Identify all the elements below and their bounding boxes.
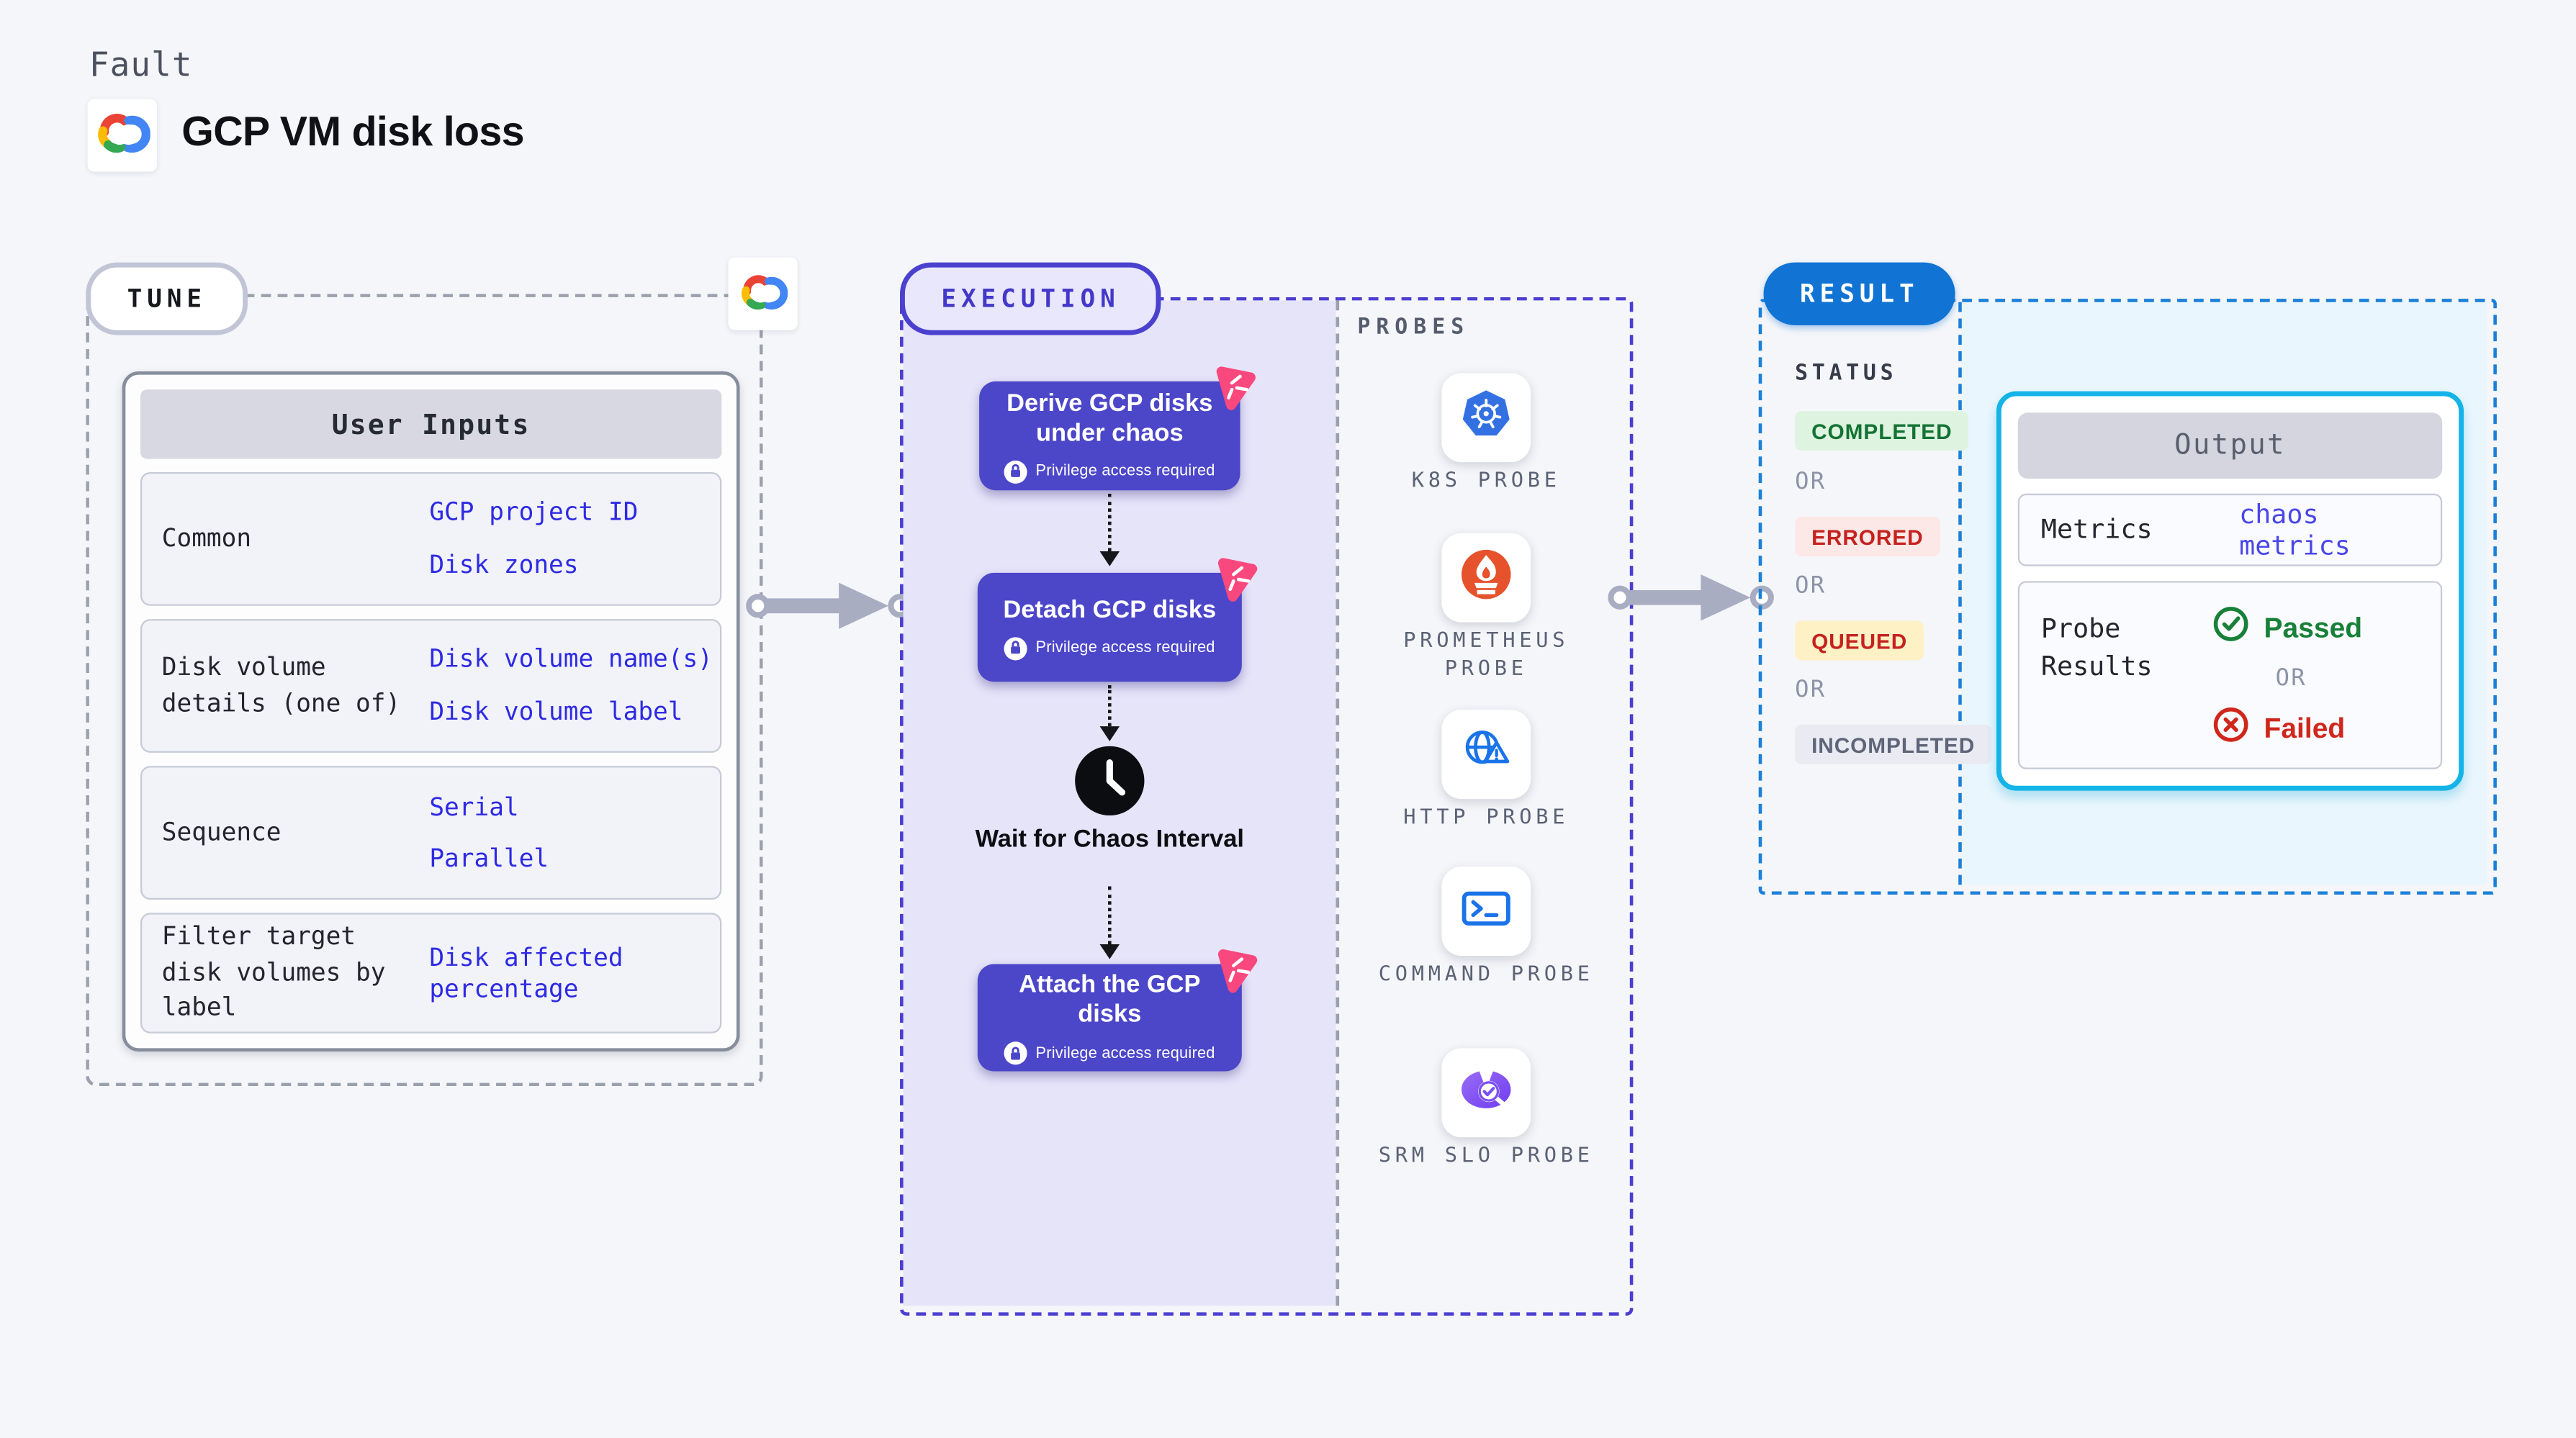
table-row-filter-by-label: Filter target disk volumes by label Disk… bbox=[140, 913, 722, 1034]
status-badge-errored: ERRORED bbox=[1795, 516, 1940, 556]
probe-results-label: Probe Results bbox=[2040, 612, 2153, 682]
row-value: Disk affected percentage bbox=[429, 942, 623, 1003]
step-derive-gcp-disks: Derive GCP disks under chaos Privilege a… bbox=[979, 366, 1256, 491]
google-cloud-logo-icon bbox=[94, 109, 151, 161]
probe-result-failed: Failed bbox=[2212, 707, 2362, 751]
lock-icon bbox=[1004, 1041, 1028, 1065]
probe-label: SRM SLO PROBE bbox=[1378, 1142, 1594, 1167]
row-value: Disk volume name(s) bbox=[429, 644, 713, 674]
status-badge-incompleted: INCOMPLETED bbox=[1795, 724, 1992, 764]
page-title: GCP VM disk loss bbox=[181, 109, 524, 155]
or-separator: OR bbox=[1795, 572, 1827, 600]
lock-icon bbox=[1004, 636, 1028, 660]
probes-heading: PROBES bbox=[1357, 315, 1470, 340]
step-title: Detach GCP disks bbox=[1003, 594, 1217, 623]
connector-arrow bbox=[1098, 684, 1121, 741]
arrow-tune-to-execution bbox=[746, 582, 912, 629]
execution-probes-divider bbox=[1336, 300, 1340, 1306]
row-value: Disk volume label bbox=[429, 697, 683, 727]
chaos-badge-icon bbox=[1210, 361, 1260, 411]
result-panel bbox=[1758, 299, 2497, 895]
or-separator: OR bbox=[2275, 665, 2307, 692]
row-label: Sequence bbox=[161, 817, 282, 847]
row-value: Serial bbox=[429, 792, 519, 822]
x-circle-icon bbox=[2212, 707, 2248, 751]
output-card: Output Metrics chaos metrics Probe Resul… bbox=[1996, 391, 2464, 791]
privilege-note: Privilege access required bbox=[1035, 638, 1215, 657]
result-divider bbox=[1958, 302, 1962, 885]
connector-arrow bbox=[1098, 886, 1121, 959]
probe-card-k8s bbox=[1441, 373, 1531, 463]
row-label: Common bbox=[161, 522, 252, 553]
connector-arrow bbox=[1098, 493, 1121, 566]
step-title: Derive GCP disks under chaos bbox=[1006, 389, 1213, 447]
probe-result-passed: Passed bbox=[2212, 606, 2362, 651]
probe-card-srm-slo bbox=[1441, 1048, 1531, 1138]
privilege-note: Privilege access required bbox=[1035, 462, 1215, 481]
probe-card-command bbox=[1441, 867, 1531, 956]
probe-card-prometheus bbox=[1441, 533, 1531, 623]
google-cloud-logo-icon bbox=[738, 270, 788, 318]
prometheus-icon bbox=[1450, 538, 1523, 618]
table-row-disk-volume-details: Disk volume details (one of) Disk volume… bbox=[140, 618, 722, 754]
probe-label: HTTP PROBE bbox=[1403, 803, 1570, 829]
failed-label: Failed bbox=[2264, 712, 2346, 744]
status-badge-completed: COMPLETED bbox=[1795, 411, 1969, 451]
passed-label: Passed bbox=[2264, 611, 2363, 643]
step-attach-gcp-disks: Attach the GCP disks Privilege access re… bbox=[977, 949, 1258, 1072]
table-row-sequence: Sequence Serial Parallel bbox=[140, 767, 722, 900]
execution-pill: EXECUTION bbox=[900, 262, 1162, 335]
status-heading: STATUS bbox=[1795, 361, 1898, 386]
terminal-icon bbox=[1450, 872, 1523, 951]
probe-label: COMMAND PROBE bbox=[1378, 960, 1594, 986]
metrics-value: chaos metrics bbox=[2239, 498, 2351, 561]
tune-pill: TUNE bbox=[86, 262, 248, 335]
row-value: GCP project ID bbox=[429, 497, 639, 527]
table-row-common: Common GCP project ID Disk zones bbox=[140, 471, 722, 606]
check-circle-icon bbox=[2212, 606, 2248, 651]
row-label: Disk volume details (one of) bbox=[161, 651, 401, 718]
fault-eyebrow-label: Fault bbox=[89, 44, 193, 84]
privilege-note: Privilege access required bbox=[1035, 1044, 1215, 1062]
clock-icon bbox=[1073, 744, 1146, 817]
or-separator: OR bbox=[1795, 677, 1827, 704]
probe-card-http bbox=[1441, 710, 1531, 800]
row-label: Filter target disk volumes by label bbox=[161, 921, 386, 1023]
execution-panel bbox=[900, 297, 1634, 1316]
slo-gauge-icon bbox=[1450, 1053, 1523, 1132]
probe-label: K8S PROBE bbox=[1411, 467, 1561, 492]
result-pill: RESULT bbox=[1763, 262, 1956, 325]
wait-step-label: Wait for Chaos Interval bbox=[975, 825, 1245, 854]
chaos-badge-icon bbox=[1212, 944, 1262, 994]
gcp-logo-card-small bbox=[728, 257, 798, 330]
user-inputs-title: User Inputs bbox=[140, 389, 722, 459]
output-title: Output bbox=[2017, 412, 2443, 479]
output-row-metrics: Metrics chaos metrics bbox=[2017, 493, 2443, 566]
step-title: Attach the GCP disks bbox=[1019, 970, 1201, 1028]
tune-panel bbox=[86, 294, 763, 1087]
arrow-execution-to-result bbox=[1608, 574, 1774, 621]
metrics-label: Metrics bbox=[2040, 514, 2153, 546]
status-badge-queued: QUEUED bbox=[1795, 620, 1924, 661]
probe-label: PROMETHEUS PROBE bbox=[1403, 627, 1570, 679]
http-globe-icon bbox=[1450, 715, 1523, 794]
or-separator: OR bbox=[1795, 469, 1827, 496]
gcp-logo-card bbox=[87, 99, 157, 172]
kubernetes-icon bbox=[1450, 378, 1523, 457]
lock-icon bbox=[1004, 459, 1028, 483]
step-detach-gcp-disks: Detach GCP disks Privilege access requir… bbox=[977, 558, 1258, 682]
user-inputs-table: User Inputs Common GCP project ID Disk z… bbox=[122, 371, 740, 1052]
chaos-badge-icon bbox=[1212, 553, 1262, 602]
row-value: Disk zones bbox=[429, 549, 579, 579]
output-row-probe-results: Probe Results Passed OR bbox=[2017, 581, 2443, 769]
row-value: Parallel bbox=[429, 844, 549, 874]
